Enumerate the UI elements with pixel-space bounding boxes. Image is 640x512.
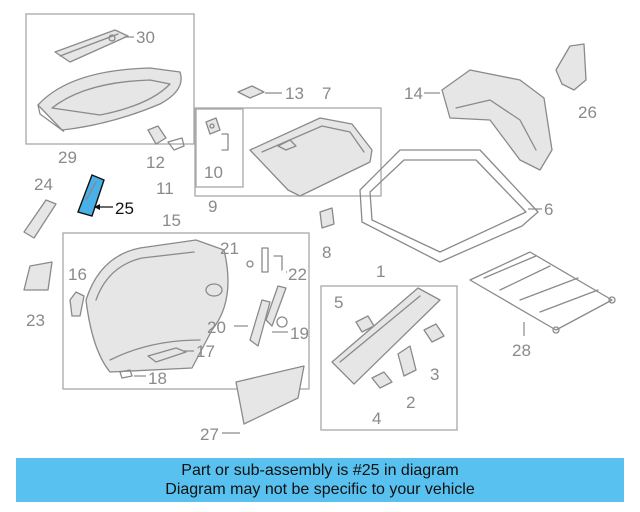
clip-part-8 (319, 207, 335, 229)
callout-11: 11 (156, 179, 174, 198)
callout-14: 14 (404, 84, 423, 103)
callout-8: 8 (322, 243, 331, 262)
callout-21: 21 (220, 239, 239, 258)
bracket-part-26 (555, 43, 587, 91)
group-box-9 (195, 108, 244, 188)
clip-part-5 (355, 315, 375, 333)
callout-27: 27 (200, 425, 219, 444)
sill-plate-part-1 (331, 287, 441, 385)
clip-part-4 (371, 371, 393, 389)
callout-4: 4 (372, 409, 381, 428)
callout-20: 20 (207, 318, 226, 337)
callout-2: 2 (406, 393, 415, 412)
trim-panel-part-7 (249, 117, 373, 197)
callout-13: 13 (285, 84, 304, 103)
callout-25: 25 (115, 199, 134, 218)
cargo-frame-part-28 (469, 251, 616, 334)
bracket-part-10 (205, 117, 229, 151)
callout-7: 7 (322, 84, 331, 103)
bracket-part-20 (249, 285, 287, 347)
callout-6: 6 (544, 200, 553, 219)
highlighted-part-25 (77, 174, 105, 217)
clip-part-12 (147, 125, 167, 145)
side-trim-part-15 (85, 239, 229, 373)
fastener-part-19 (276, 316, 288, 328)
clip-part-13 (237, 85, 265, 99)
callout-23: 23 (26, 311, 45, 330)
parts-diagram: 30 29 13 7 10 9 12 11 24 25 15 16 21 (23, 13, 616, 444)
callout-3: 3 (430, 365, 439, 384)
callout-22: 22 (288, 265, 307, 284)
callout-18: 18 (148, 369, 167, 388)
callout-19: 19 (290, 324, 309, 343)
callout-17: 17 (196, 342, 215, 361)
hook-part-22 (246, 247, 283, 273)
clip-part-18 (119, 369, 133, 379)
cargo-cover-part-30 (54, 29, 129, 63)
banner-line-1: Part or sub-assembly is #25 in diagram (181, 462, 459, 479)
callout-1: 1 (376, 262, 385, 281)
callout-24: 24 (34, 175, 53, 194)
callout-15: 15 (162, 211, 181, 230)
cargo-cover-part-29 (37, 67, 182, 132)
group-box-7 (194, 107, 382, 197)
callout-28: 28 (512, 341, 531, 360)
panel-part-24 (23, 199, 57, 239)
callout-12: 12 (146, 153, 165, 172)
bracket-part-2 (397, 345, 417, 377)
cargo-floor-part-6 (359, 149, 539, 263)
callout-30: 30 (136, 28, 155, 47)
callout-9: 9 (208, 197, 217, 216)
group-box-1 (320, 285, 458, 431)
panel-part-23 (23, 261, 53, 291)
callout-26: 26 (578, 103, 597, 122)
panel-part-27 (235, 365, 305, 425)
callout-29: 29 (58, 148, 77, 167)
callout-10: 10 (204, 163, 223, 182)
cover-part-16 (69, 291, 85, 317)
group-box-29 (25, 13, 195, 145)
side-trim-part-14 (441, 69, 553, 171)
callout-5: 5 (334, 293, 343, 312)
tray-part-17 (147, 347, 187, 363)
group-box-15 (62, 232, 310, 390)
banner-line-2: Diagram may not be specific to your vehi… (165, 481, 475, 498)
callout-16: 16 (68, 265, 87, 284)
info-banner: Part or sub-assembly is #25 in diagram D… (16, 458, 624, 502)
cover-part-3 (423, 323, 445, 343)
